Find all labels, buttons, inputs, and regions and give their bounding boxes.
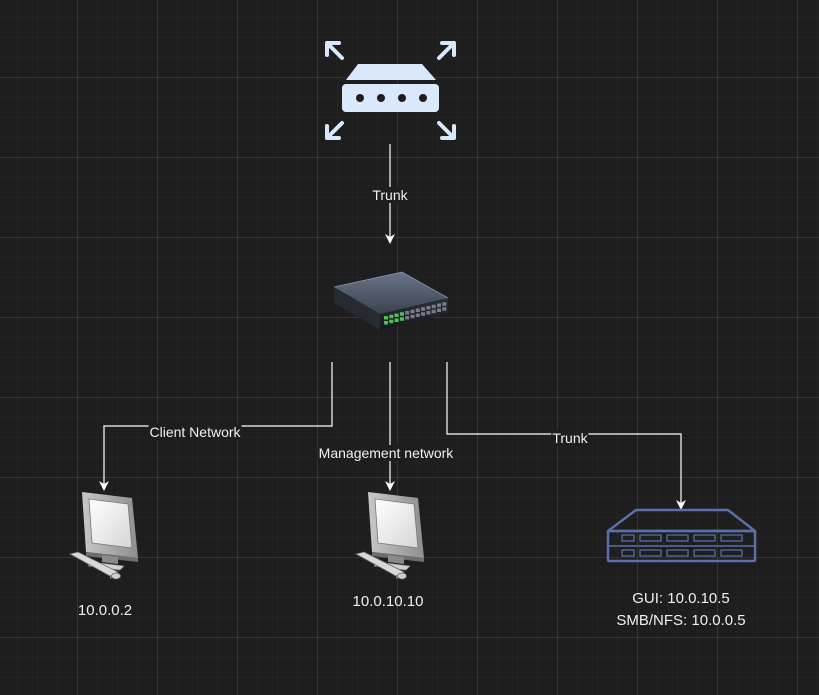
switch-port: [426, 311, 431, 315]
switch-port: [421, 307, 426, 311]
edge-label-client-network: Client Network: [148, 424, 242, 440]
switch-port: [384, 321, 388, 325]
edge-label-nas-trunk: Trunk: [551, 430, 589, 446]
switch-port: [437, 308, 441, 312]
switch-port: [426, 306, 431, 310]
management-ip-label: 10.0.10.10: [352, 593, 424, 610]
switch-port: [415, 313, 420, 317]
switch-port: [399, 312, 404, 316]
switch-port: [389, 319, 394, 324]
switch-port: [405, 311, 410, 315]
computer-part: [88, 498, 133, 549]
management-desktop-computer-icon[interactable]: [354, 492, 424, 580]
switch-port: [399, 317, 404, 321]
storage-server-icon[interactable]: [606, 508, 757, 563]
switch-port: [384, 316, 388, 320]
nas-smb-ip-label: SMB/NFS: 10.0.0.5: [616, 612, 746, 629]
network-switch-icon[interactable]: [333, 271, 449, 330]
switch-port: [394, 313, 399, 317]
computer-part: [388, 555, 404, 564]
nas-gui-ip-label: GUI: 10.0.10.5: [632, 590, 730, 607]
switch-ports: [384, 302, 447, 325]
edge-label-management-network: Management network: [317, 445, 455, 461]
computer-part: [397, 572, 407, 580]
switch-port: [405, 316, 410, 320]
switch-port: [431, 309, 436, 314]
client-ip-label: 10.0.0.2: [77, 602, 133, 619]
computer-part: [102, 555, 118, 564]
switch-port: [421, 312, 426, 316]
switch-port: [415, 308, 420, 312]
switch-port: [437, 303, 441, 307]
switch-port: [389, 314, 394, 319]
computer-part: [111, 572, 121, 580]
switch-port: [394, 318, 399, 322]
switch-port: [410, 314, 415, 319]
computer-part: [374, 498, 419, 549]
switch-port: [431, 304, 436, 309]
router-icon[interactable]: [325, 41, 456, 140]
client-desktop-computer-icon[interactable]: [68, 492, 138, 580]
switch-port: [442, 302, 447, 306]
switch-port: [442, 307, 447, 311]
switch-port: [410, 309, 415, 314]
edge-label-router-trunk: Trunk: [371, 187, 409, 203]
